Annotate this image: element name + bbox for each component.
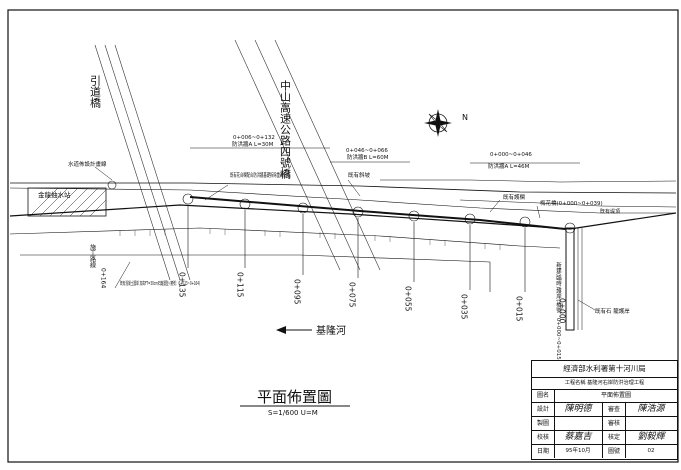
existing-wall-note: 既有花台欄配合防洪牆基礎拆除重新配置 bbox=[230, 171, 290, 179]
existing-slope-label: 既有斜坡 bbox=[348, 171, 371, 179]
title-block-row: 校核 蔡嘉吉 核定 劉毅輝 bbox=[532, 431, 677, 445]
agency-name: 經濟部水利署第十河川局 bbox=[532, 361, 677, 378]
pump-station-label: 金龍抽水站 bbox=[38, 190, 71, 199]
title-block: 經濟部水利署第十河川局 工程名稱 基隆河右岸防洪治理工程 圖名 平面佈置圖 設計… bbox=[531, 360, 678, 460]
drawing-number: 02 bbox=[647, 448, 655, 454]
title-block-row: 設計 陳明德 審查 陳浩源 bbox=[532, 403, 677, 417]
drafter-label: 製圖 bbox=[532, 417, 555, 430]
north-arrow-icon bbox=[424, 109, 452, 137]
existing-bank-label: 既有堤頂 bbox=[600, 208, 620, 215]
project-name: 工程名稱 基隆河右岸防洪治理工程 bbox=[532, 378, 677, 390]
drawing-number-label: 圖號 bbox=[602, 445, 626, 458]
station-label: 0+055 bbox=[404, 286, 413, 312]
wall-segment-a-range: 0+006~0+132 bbox=[233, 135, 275, 141]
reviewer-signature: 陳浩源 bbox=[637, 404, 665, 414]
station-marks bbox=[107, 180, 576, 292]
station-label: 0+035 bbox=[460, 294, 469, 320]
yindao-bridge-label: 引道橋 bbox=[89, 74, 102, 109]
sheet-border bbox=[7, 9, 679, 463]
road-ticks bbox=[119, 228, 501, 250]
drawing-name: 平面佈置圖 bbox=[555, 390, 677, 403]
date-value: 95年10月 bbox=[565, 448, 591, 454]
left-revetment-note: 既有混凝土護岸 加高FT=30cm石籠護墊 (樁號：0+023~0+164) bbox=[120, 280, 200, 287]
station-label: 0+135 bbox=[178, 272, 187, 298]
existing-revetment-label: 既有護欄 bbox=[503, 193, 526, 201]
bridge-lines bbox=[94, 39, 381, 281]
wall-segment-b-label: 防洪牆B L=60M bbox=[347, 153, 389, 161]
north-label: N bbox=[462, 113, 468, 122]
wall-segment-a-label: 防洪牆A L=30M bbox=[232, 140, 274, 148]
wall-segment-b-range: 0+046~0+066 bbox=[346, 148, 388, 154]
right-revetment-note: 既有石 籠護岸 bbox=[595, 307, 630, 315]
drawing-scale: S=1/600 U=M bbox=[268, 409, 318, 417]
vertical-wall bbox=[565, 227, 583, 331]
title-block-row: 製圖 審核 bbox=[532, 417, 677, 431]
checker-signature: 蔡嘉吉 bbox=[564, 432, 592, 442]
title-block-row: 日期 95年10月 圖號 02 bbox=[532, 445, 677, 458]
approval-label: 核定 bbox=[602, 431, 626, 444]
audit-label: 審核 bbox=[602, 417, 626, 430]
station-label: 0+000 bbox=[558, 298, 567, 324]
checker-label: 校核 bbox=[532, 431, 555, 444]
station-label: 0+115 bbox=[236, 272, 245, 298]
station-label: 0+095 bbox=[293, 279, 302, 305]
station-label: 0+015 bbox=[515, 296, 524, 322]
left-stake-label: 0+164 bbox=[100, 268, 107, 288]
reviewer-label: 審查 bbox=[602, 403, 626, 416]
vertical-revetment-note: 新建(臨時)護岸(樁號：0+000~0+015) bbox=[555, 261, 562, 362]
river-label: 基隆河 bbox=[316, 324, 346, 337]
title-block-rows: 設計 陳明德 審查 陳浩源 製圖 審核 校核 蔡嘉吉 核定 劉毅輝 日期 95年… bbox=[532, 403, 677, 459]
wall-dimension-lines bbox=[190, 147, 580, 164]
wall-segment-c-label: 防洪牆A L=46M bbox=[488, 162, 530, 170]
approval-signature: 劉毅輝 bbox=[637, 432, 665, 442]
leader-lines bbox=[94, 166, 596, 311]
water-gauge-label: 水道佈設計畫線 bbox=[68, 160, 107, 168]
bank-lines bbox=[9, 179, 677, 292]
construction-note: 施工路線 bbox=[89, 243, 96, 268]
wall-segment-c-range: 0+000~0+046 bbox=[490, 152, 532, 158]
river-flow-arrow-icon bbox=[276, 326, 312, 334]
designer-label: 設計 bbox=[532, 403, 555, 416]
zhongshan-bridge-label: 中山高速公路四號橋 bbox=[279, 80, 292, 180]
east-bridge-label: 梅花橋(0+000~0+039) bbox=[540, 199, 603, 207]
drawing-name-label: 圖名 bbox=[532, 390, 555, 403]
date-label: 日期 bbox=[532, 445, 555, 458]
station-label: 0+075 bbox=[348, 282, 357, 308]
designer-signature: 陳明德 bbox=[564, 404, 592, 414]
drawing-title: 平面佈置圖 bbox=[257, 388, 332, 406]
